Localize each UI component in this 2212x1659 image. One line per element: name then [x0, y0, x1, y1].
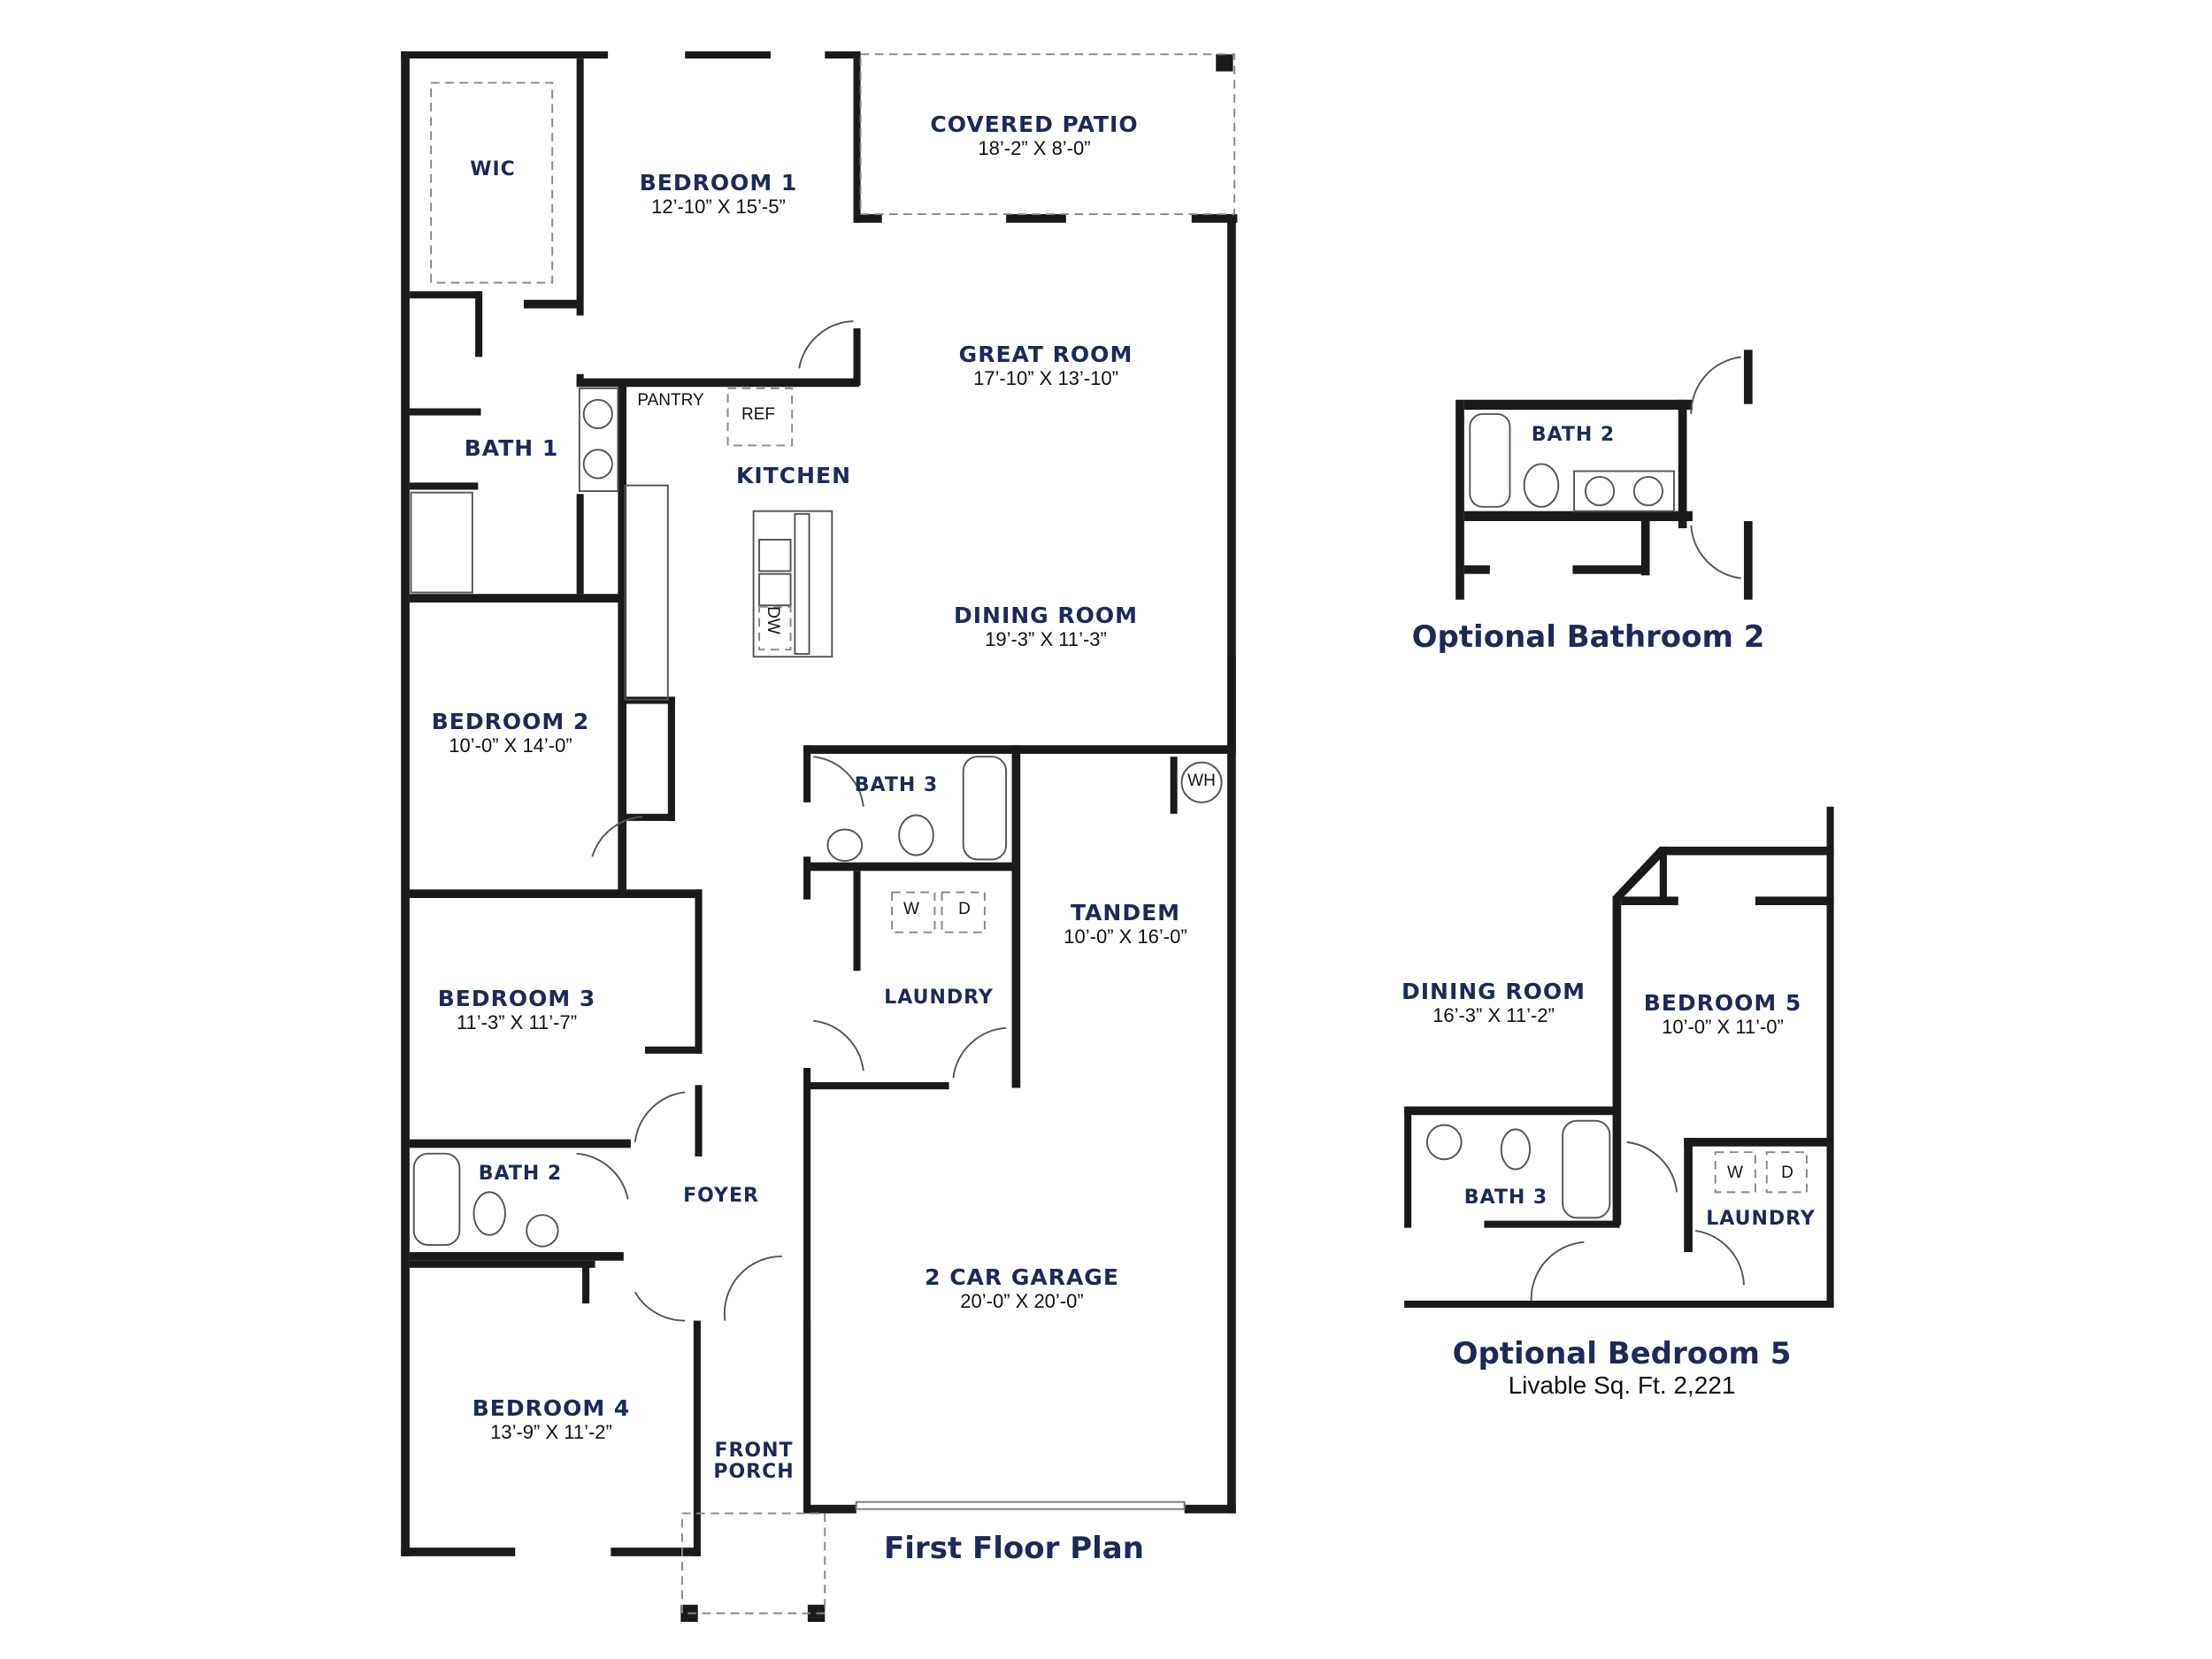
room-dimensions: 19’-3” X 11’-3” — [985, 627, 1107, 650]
first-floor-fixtures — [410, 53, 1236, 1615]
room-dimensions: 11’-3” X 11’-7” — [456, 1010, 578, 1033]
room-bedroom-1: BEDROOM 1 12’-10” X 15’-5” — [640, 171, 798, 219]
room-foyer: FOYER — [683, 1185, 759, 1207]
room-bedroom-2: BEDROOM 2 10’-0” X 14’-0” — [432, 710, 590, 757]
room-dimensions: 20’-0” X 20’-0” — [960, 1289, 1084, 1312]
optional-bedroom5-walls — [1404, 806, 1834, 1309]
room-dining-room-optional: DINING ROOM 16’-3” X 11’-2” — [1402, 979, 1586, 1027]
appliance-label: DW — [764, 606, 782, 634]
room-bath-2-optional: BATH 2 — [1531, 424, 1616, 446]
plan-title: First Floor Plan — [884, 1531, 1144, 1566]
room-name: BATH 2 — [1531, 424, 1616, 446]
room-bedroom-3: BEDROOM 3 11’-3” X 11’-7” — [438, 987, 596, 1034]
room-dimensions: 17’-10” X 13’-10” — [973, 366, 1118, 389]
appliance-label: WH — [1187, 772, 1216, 790]
room-name: BEDROOM 4 — [472, 1395, 631, 1421]
livable-sqft: Livable Sq. Ft. 2,221 — [1508, 1371, 1736, 1399]
room-bath-1: BATH 1 — [465, 436, 559, 461]
room-bath-3: BATH 3 — [854, 774, 939, 796]
room-covered-patio: COVERED PATIO 18’-2” X 8’-0” — [930, 112, 1138, 160]
appliance-dishwasher: DW — [763, 606, 782, 634]
room-dimensions: 10’-0” X 14’-0” — [449, 733, 572, 757]
optional-bath2-walls — [1455, 349, 1753, 600]
room-name: 2 CAR GARAGE — [925, 1264, 1119, 1290]
room-name: DINING ROOM — [953, 603, 1139, 628]
appliance-washer: W — [903, 900, 919, 919]
room-name: BEDROOM 2 — [431, 709, 590, 734]
room-wic: WIC — [470, 158, 516, 180]
room-bath-3-optional: BATH 3 — [1464, 1187, 1548, 1209]
room-name-line2: PORCH — [713, 1461, 795, 1484]
room-name: WIC — [470, 158, 516, 180]
appliance-washer-optional: W — [1727, 1164, 1743, 1183]
plan-title: Optional Bathroom 2 — [1411, 619, 1765, 655]
appliance-dryer-optional: D — [1781, 1164, 1793, 1183]
room-name: PANTRY — [637, 391, 704, 410]
room-name: BATH 3 — [1463, 1187, 1548, 1209]
room-bedroom-4: BEDROOM 4 13’-9” X 11’-2” — [472, 1396, 631, 1444]
room-bedroom-5: BEDROOM 5 10’-0” X 11’-0” — [1644, 991, 1802, 1039]
room-name: DINING ROOM — [1401, 979, 1586, 1004]
plan-title: Optional Bedroom 5 — [1452, 1336, 1792, 1371]
room-great-room: GREAT ROOM 17’-10” X 13’-10” — [959, 342, 1133, 390]
room-name: COVERED PATIO — [930, 111, 1139, 137]
room-name: BEDROOM 5 — [1643, 990, 1802, 1016]
room-tandem: TANDEM 10’-0” X 16’-0” — [1064, 901, 1187, 949]
room-laundry: LAUNDRY — [884, 987, 994, 1009]
room-dimensions: 10’-0” X 11’-0” — [1662, 1015, 1784, 1038]
room-pantry: PANTRY — [637, 391, 703, 411]
room-laundry-optional: LAUNDRY — [1706, 1208, 1816, 1230]
room-name-line1: FRONT — [714, 1440, 794, 1462]
appliance-label: D — [958, 900, 971, 918]
room-name: BATH 3 — [854, 774, 939, 796]
first-floor-walls — [401, 51, 1238, 1623]
appliance-ref: REF — [741, 405, 775, 425]
room-dimensions: 13’-9” X 11’-2” — [490, 1420, 612, 1443]
room-front-porch: FRONT PORCH — [713, 1440, 794, 1483]
room-name: LAUNDRY — [884, 987, 994, 1009]
room-name: TANDEM — [1070, 900, 1181, 926]
optional-bathroom-2-title: Optional Bathroom 2 — [1412, 619, 1765, 655]
appliance-water-heater: WH — [1187, 772, 1216, 791]
room-2-car-garage: 2 CAR GARAGE 20’-0” X 20’-0” — [925, 1265, 1119, 1313]
room-name: KITCHEN — [736, 463, 851, 488]
room-name: BATH 2 — [478, 1163, 563, 1185]
room-dimensions: 12’-10” X 15’-5” — [651, 195, 786, 218]
appliance-dryer: D — [958, 900, 971, 919]
first-floor-plan-title: First Floor Plan — [884, 1531, 1144, 1566]
room-name: LAUNDRY — [1706, 1208, 1816, 1230]
room-bath-2: BATH 2 — [478, 1163, 563, 1185]
appliance-label: D — [1781, 1164, 1793, 1182]
room-dimensions: 16’-3” X 11’-2” — [1432, 1003, 1555, 1026]
room-dimensions: 10’-0” X 16’-0” — [1064, 925, 1187, 948]
room-name: BEDROOM 3 — [437, 986, 596, 1011]
room-kitchen: KITCHEN — [736, 464, 851, 488]
appliance-label: REF — [741, 405, 775, 424]
room-name: GREAT ROOM — [958, 342, 1133, 367]
room-dining-room: DINING ROOM 19’-3” X 11’-3” — [954, 603, 1138, 651]
optional-bedroom-5-title: Optional Bedroom 5 Livable Sq. Ft. 2,221 — [1453, 1336, 1792, 1400]
room-dimensions: 18’-2” X 8’-0” — [978, 136, 1091, 159]
room-name: FOYER — [683, 1185, 759, 1207]
room-name: BATH 1 — [464, 435, 559, 461]
appliance-label: W — [903, 900, 919, 918]
room-name: BEDROOM 1 — [639, 170, 798, 196]
appliance-label: W — [1727, 1164, 1743, 1182]
